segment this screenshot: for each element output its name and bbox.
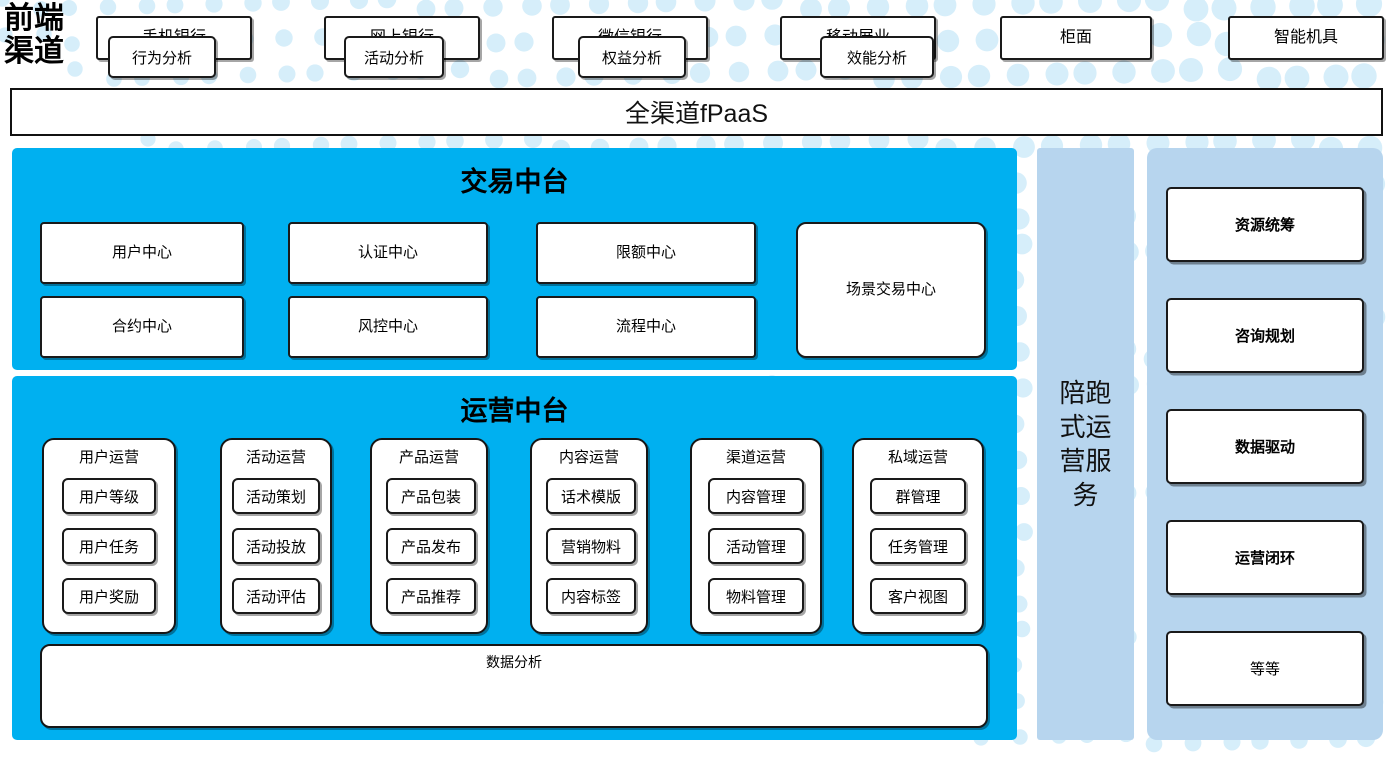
transaction-platform-title: 交易中台 bbox=[460, 167, 569, 197]
capability-panel: 资源统筹 咨询规划 数据驱动 运营闭环 等等 bbox=[1147, 148, 1383, 740]
capability-item-resource-coordination[interactable]: 资源统筹 bbox=[1166, 187, 1364, 262]
channel-item-smart-machine[interactable]: 智能机具 bbox=[1228, 16, 1384, 60]
capability-item-consulting-planning[interactable]: 咨询规划 bbox=[1166, 298, 1364, 373]
tx-item-process-center[interactable]: 流程中心 bbox=[536, 296, 756, 358]
front-channel-label-line2: 渠道 bbox=[4, 35, 64, 68]
op-item-group-management[interactable]: 群管理 bbox=[870, 478, 966, 514]
tx-item-auth-center[interactable]: 认证中心 bbox=[288, 222, 488, 284]
front-channel-label-line1: 前端 bbox=[4, 2, 64, 35]
front-channel-label: 前端 渠道 bbox=[4, 2, 82, 68]
op-group-title-user-operation: 用户运营 bbox=[78, 449, 139, 466]
op-group-title-product-operation: 产品运营 bbox=[398, 449, 459, 466]
fpaas-title: 全渠道fPaaS bbox=[624, 100, 769, 128]
accompanying-operation-service-column: 陪跑式运营服务 bbox=[1037, 148, 1134, 740]
op-item-user-reward[interactable]: 用户奖励 bbox=[62, 578, 156, 614]
op-item-activity-planning[interactable]: 活动策划 bbox=[232, 478, 320, 514]
data-analysis-item-activity[interactable]: 活动分析 bbox=[344, 36, 444, 78]
op-item-user-task[interactable]: 用户任务 bbox=[62, 528, 156, 564]
operation-platform-title: 运营中台 bbox=[460, 396, 569, 426]
op-item-activity-evaluation[interactable]: 活动评估 bbox=[232, 578, 320, 614]
capability-item-etc[interactable]: 等等 bbox=[1166, 631, 1364, 706]
op-item-product-release[interactable]: 产品发布 bbox=[386, 528, 476, 564]
data-analysis-item-efficiency[interactable]: 效能分析 bbox=[820, 36, 934, 78]
op-group-title-content-operation: 内容运营 bbox=[558, 449, 619, 466]
op-item-content-management[interactable]: 内容管理 bbox=[708, 478, 804, 514]
tx-item-contract-center[interactable]: 合约中心 bbox=[40, 296, 244, 358]
op-item-customer-view[interactable]: 客户视图 bbox=[870, 578, 966, 614]
op-item-activity-delivery[interactable]: 活动投放 bbox=[232, 528, 320, 564]
op-group-title-activity-operation: 活动运营 bbox=[245, 449, 306, 466]
capability-item-operation-closed-loop[interactable]: 运营闭环 bbox=[1166, 520, 1364, 595]
op-item-user-level[interactable]: 用户等级 bbox=[62, 478, 156, 514]
op-group-title-private-domain-operation: 私域运营 bbox=[887, 449, 948, 466]
op-item-content-tag[interactable]: 内容标签 bbox=[546, 578, 636, 614]
tx-item-scene-trade-center[interactable]: 场景交易中心 bbox=[796, 222, 986, 358]
fpaas-bar[interactable]: 全渠道fPaaS bbox=[10, 88, 1383, 136]
op-item-marketing-material[interactable]: 营销物料 bbox=[546, 528, 636, 564]
channel-item-counter[interactable]: 柜面 bbox=[1000, 16, 1152, 60]
op-item-material-management[interactable]: 物料管理 bbox=[708, 578, 804, 614]
data-analysis-item-behavior[interactable]: 行为分析 bbox=[108, 36, 216, 78]
accompanying-operation-service-label: 陪跑式运营服务 bbox=[1059, 378, 1112, 510]
op-item-script-template[interactable]: 话术模版 bbox=[546, 478, 636, 514]
op-item-product-recommend[interactable]: 产品推荐 bbox=[386, 578, 476, 614]
tx-item-risk-center[interactable]: 风控中心 bbox=[288, 296, 488, 358]
data-analysis-title: 数据分析 bbox=[486, 654, 542, 670]
tx-item-user-center[interactable]: 用户中心 bbox=[40, 222, 244, 284]
op-item-product-packaging[interactable]: 产品包装 bbox=[386, 478, 476, 514]
op-group-title-channel-operation: 渠道运营 bbox=[725, 449, 786, 466]
data-analysis-panel: 数据分析 bbox=[40, 644, 988, 728]
op-item-task-management[interactable]: 任务管理 bbox=[870, 528, 966, 564]
capability-item-data-driven[interactable]: 数据驱动 bbox=[1166, 409, 1364, 484]
data-analysis-item-benefit[interactable]: 权益分析 bbox=[578, 36, 686, 78]
op-item-activity-management[interactable]: 活动管理 bbox=[708, 528, 804, 564]
tx-item-limit-center[interactable]: 限额中心 bbox=[536, 222, 756, 284]
